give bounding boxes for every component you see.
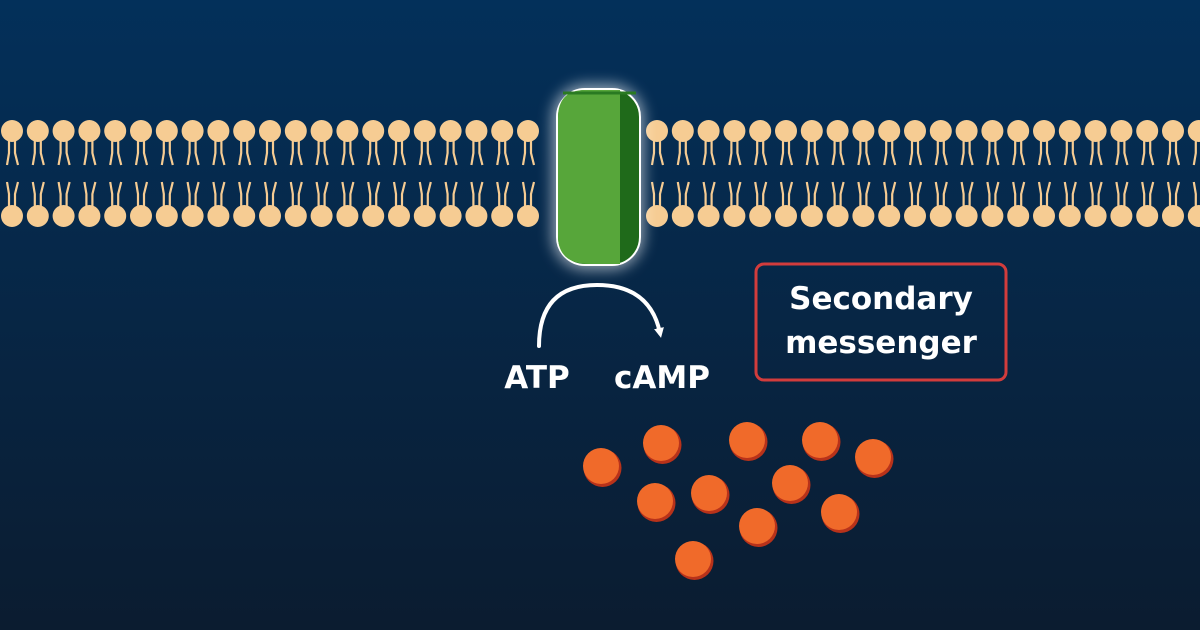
atp-to-camp-reaction: ATP cAMP — [504, 282, 710, 396]
callout-line-1: Secondary — [789, 281, 973, 317]
phospholipid — [800, 120, 823, 227]
phospholipid — [929, 120, 952, 227]
camp-molecule — [772, 465, 811, 504]
phospholipid — [517, 120, 539, 227]
phospholipid — [284, 120, 307, 227]
phospholipid — [104, 120, 127, 227]
phospholipid — [52, 120, 75, 227]
callout-line-2: messenger — [785, 325, 978, 361]
camp-molecule — [821, 494, 860, 533]
phospholipid — [878, 120, 901, 227]
phospholipid — [1007, 120, 1030, 227]
camp-molecule — [802, 422, 841, 461]
phospholipid — [26, 120, 49, 227]
protein-body-light — [558, 90, 620, 264]
phospholipid — [749, 120, 772, 227]
camp-molecule — [729, 422, 768, 461]
phospholipid — [904, 120, 926, 227]
phospholipid — [723, 120, 746, 227]
camp-molecule — [675, 541, 714, 580]
lipid-bilayer-membrane — [1, 120, 1200, 227]
phospholipid — [155, 120, 178, 227]
reaction-arrow — [537, 282, 664, 348]
phospholipid — [671, 120, 694, 227]
camp-molecule — [855, 439, 894, 478]
camp-molecule — [739, 508, 778, 547]
camp-molecule — [691, 475, 730, 514]
phospholipid — [1058, 120, 1081, 227]
phospholipid — [78, 120, 101, 227]
phospholipid — [981, 120, 1004, 227]
phospholipid — [336, 120, 359, 227]
phospholipid — [1, 120, 23, 227]
phospholipid — [465, 120, 488, 227]
phospholipid — [388, 120, 410, 227]
phospholipid — [259, 120, 281, 227]
phospholipid — [362, 120, 385, 227]
secondary-messenger-callout: Secondary messenger — [754, 262, 1008, 382]
phospholipid — [413, 120, 436, 227]
phospholipid — [1162, 120, 1184, 227]
phospholipid — [826, 120, 849, 227]
phospholipid — [207, 120, 230, 227]
phospholipid — [233, 120, 256, 227]
phospholipid — [1136, 120, 1159, 227]
phospholipid — [646, 120, 668, 227]
phospholipid — [439, 120, 462, 227]
phospholipid — [310, 120, 333, 227]
phospholipid — [491, 120, 514, 227]
camp-molecule — [643, 425, 682, 464]
camp-label: cAMP — [614, 360, 710, 396]
phospholipid — [955, 120, 978, 227]
phospholipid — [775, 120, 797, 227]
phospholipid — [181, 120, 204, 227]
phospholipid — [852, 120, 875, 227]
atp-label: ATP — [504, 360, 569, 396]
membrane-protein-adenylyl-cyclase — [552, 84, 644, 270]
camp-molecule — [583, 448, 622, 487]
phospholipid — [1187, 120, 1200, 227]
phospholipid — [1033, 120, 1055, 227]
camp-molecule-cluster — [583, 422, 894, 580]
phospholipid — [130, 120, 152, 227]
phospholipid — [1110, 120, 1133, 227]
callout-box — [754, 262, 1008, 382]
phospholipid — [1084, 120, 1107, 227]
camp-molecule — [637, 483, 676, 522]
phospholipid — [697, 120, 720, 227]
